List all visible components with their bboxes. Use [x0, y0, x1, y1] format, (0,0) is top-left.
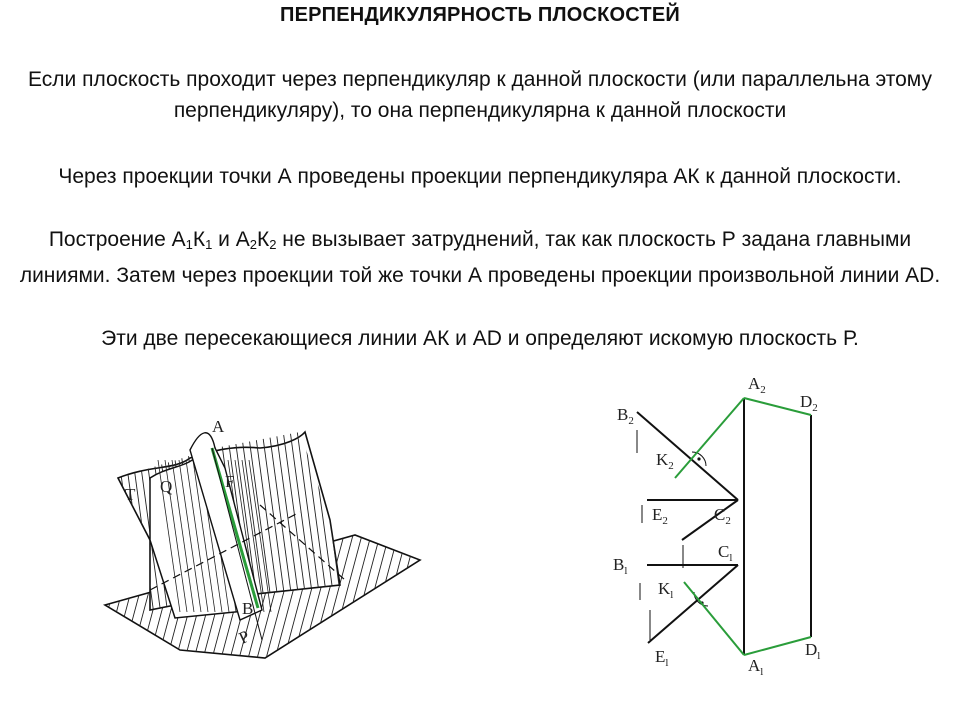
- right-angle-dot: [697, 457, 701, 461]
- label-b2: B2: [617, 405, 634, 427]
- paragraph-construction: Построение А1К1 и А2К2 не вызывает затру…: [0, 224, 960, 291]
- label-b1: Bl: [613, 555, 627, 577]
- edge-line: [211, 447, 263, 641]
- construction-prefix: Построение А: [48, 228, 186, 251]
- hatch-line: [178, 459, 202, 613]
- subscript: 1: [185, 237, 193, 252]
- paragraph-theorem: Если плоскость проходит через перпендику…: [28, 68, 932, 122]
- label-e1: El: [655, 647, 668, 669]
- construction-k: К: [192, 228, 206, 251]
- hatch-line: [241, 459, 265, 613]
- label-a2: A2: [748, 374, 766, 396]
- hatch-line: [157, 459, 181, 613]
- label-b: B: [242, 599, 253, 618]
- label-d1: Dl: [805, 640, 820, 662]
- label-f: F: [225, 472, 234, 491]
- label-k2: K2: [656, 450, 674, 472]
- hatch-line: [268, 432, 295, 610]
- label-c2: C2: [714, 505, 731, 527]
- hatch-line: [240, 432, 267, 610]
- label-d2: D2: [800, 392, 818, 414]
- paragraph-perpendicular: Через проекции точки А проведены проекци…: [58, 165, 902, 188]
- perpendicular-line: [210, 447, 260, 609]
- label-k1: Kl: [658, 579, 673, 601]
- hatch-line: [289, 432, 316, 610]
- hatch-line: [282, 432, 309, 610]
- plane-f: [189, 432, 263, 621]
- paragraph-conclusion: Эти две пересекающиеся линии АК и АD и о…: [101, 327, 859, 350]
- hatch-line: [254, 432, 281, 610]
- hatch-line: [296, 432, 323, 610]
- dashed-edge: [259, 504, 346, 581]
- label-q: Q: [160, 477, 172, 496]
- subscript: 2: [269, 237, 277, 252]
- subscript: 1: [205, 237, 213, 252]
- hatch-line: [164, 459, 188, 613]
- construction-suffix: не вызывает затруднений, так как плоскос…: [19, 228, 941, 287]
- hatch-line: [275, 432, 302, 610]
- dashed-edge: [149, 511, 301, 591]
- projection-lines: [636, 398, 812, 655]
- hatch-line: [171, 459, 195, 613]
- slide-title: ПЕРПЕНДИКУЛЯРНОСТЬ ПЛОСКОСТЕЙ: [280, 4, 680, 26]
- green-construction: [674, 397, 812, 656]
- hatch-line: [185, 459, 209, 613]
- label-a: A: [212, 417, 225, 436]
- label-c1: Cl: [718, 542, 732, 564]
- construction-mid: и А: [212, 228, 250, 251]
- hatch-line: [248, 459, 272, 613]
- hatch-line: [261, 432, 288, 610]
- hatch-line: [247, 432, 274, 610]
- construction-k: К: [256, 228, 270, 251]
- hatch-line: [303, 432, 330, 610]
- label-t: T: [125, 485, 136, 504]
- label-a1: Al: [748, 656, 763, 678]
- hatch-line: [192, 459, 216, 613]
- subscript: 2: [249, 237, 257, 252]
- label-e2: E2: [652, 505, 668, 527]
